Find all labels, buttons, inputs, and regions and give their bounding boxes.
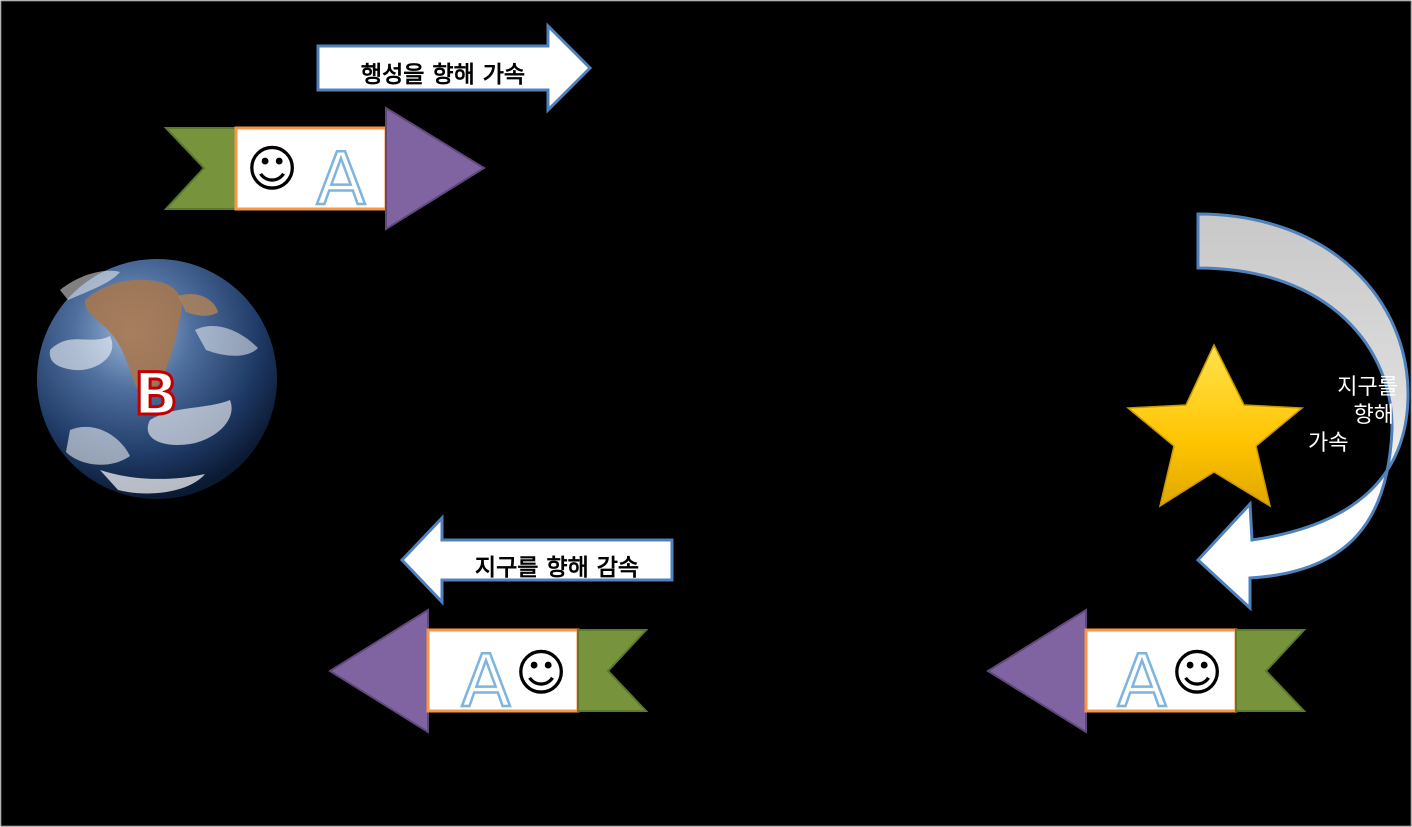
ship-tail-top [163, 127, 237, 210]
ship-tail-right [1235, 629, 1307, 712]
curve-label-line-2: 향해 [1353, 403, 1394, 428]
curve-label-line-1: 지구를 [1337, 375, 1398, 400]
top-block-arrow [316, 22, 593, 114]
ship-letter-middle: A [461, 639, 510, 723]
curve-label-line-3: 가속 [1308, 431, 1349, 456]
smiley-face-top: ☺ [246, 140, 298, 198]
curved-arrow [1195, 212, 1410, 612]
top-arrow-label: 행성을 향해 가속 [360, 62, 526, 88]
bottom-arrow-label: 지구를 향해 감속 [474, 555, 640, 581]
ship-tail-middle [577, 629, 649, 712]
curve-label: 지구를 향해 가속 [1308, 374, 1398, 458]
spaceship-bottom-right [986, 608, 1307, 734]
smiley-face-right: ☺ [1171, 644, 1223, 702]
star-planet [1126, 343, 1304, 508]
earth-planet [37, 259, 277, 499]
ship-letter-top: A [316, 137, 365, 221]
smiley-face-middle: ☺ [515, 644, 567, 702]
bottom-block-arrow [399, 514, 674, 606]
spaceship-bottom-middle [328, 608, 649, 734]
spaceship-top [163, 106, 486, 231]
earth-marker-letter: B [134, 360, 178, 428]
ship-body-top [234, 126, 388, 211]
ship-letter-right: A [1117, 639, 1166, 723]
ship-nose-top [385, 106, 486, 231]
